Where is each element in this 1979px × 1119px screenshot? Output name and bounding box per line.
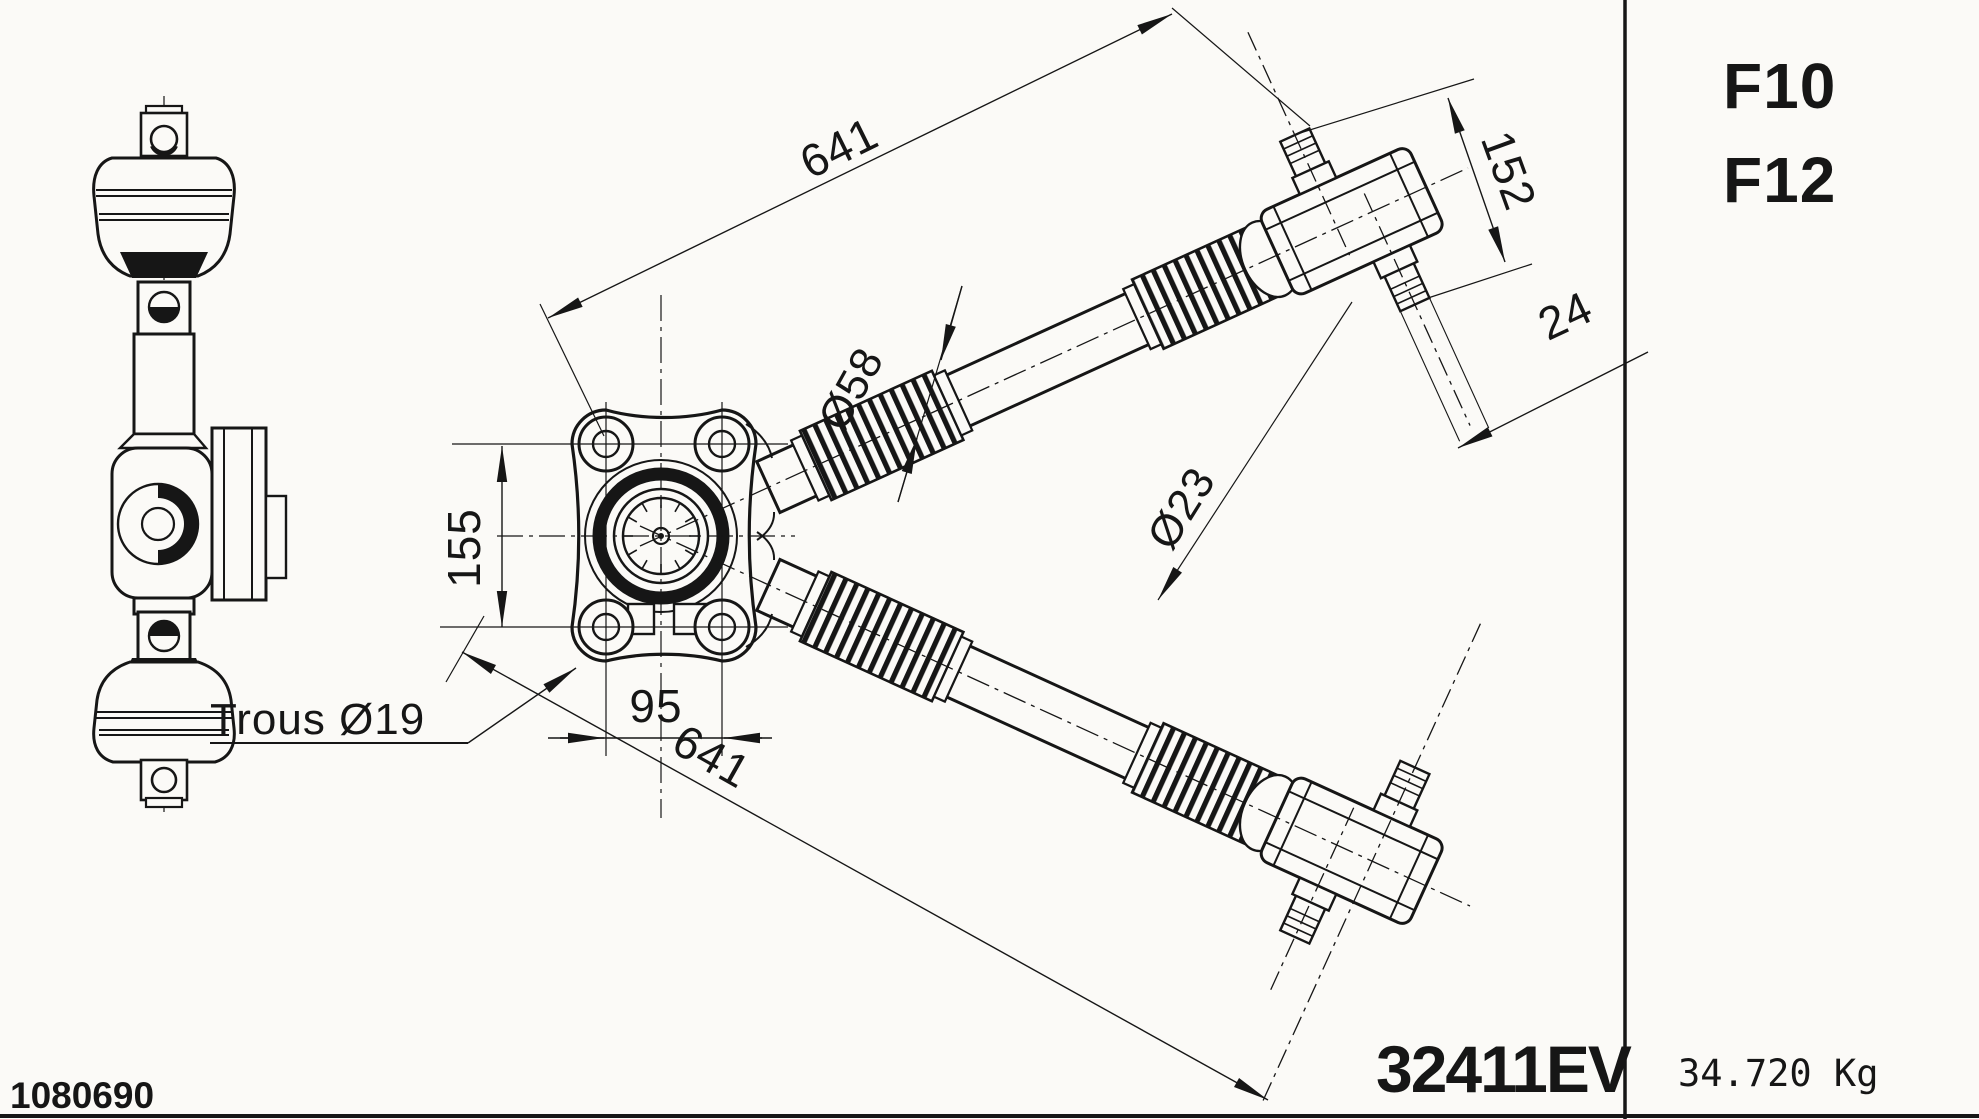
upper-arm-centerline [639, 167, 1469, 547]
centerlines [440, 167, 1471, 907]
side-top-bushing [92, 156, 236, 278]
side-upper-shaft [132, 332, 196, 436]
holes-note: Trous Ø19 [210, 667, 577, 744]
side-ball-joint [110, 426, 288, 602]
part-number: 32411EV [1376, 1032, 1632, 1106]
model-code-bottom: F12 [1723, 144, 1836, 216]
document-number: 1080690 [10, 1075, 154, 1116]
side-top-clevis [139, 104, 189, 158]
dim-flange-horizontal: 95 [548, 680, 772, 744]
side-bottom-bushing [92, 658, 236, 764]
upper-stud-axis-1 [1247, 31, 1351, 256]
lower-stud-axis-2 [1270, 807, 1355, 990]
pin-extension-line-b [1428, 297, 1490, 429]
dim-flange-vertical-label: 155 [438, 508, 490, 588]
side-shaft-taper [117, 432, 209, 450]
weight-value: 34.720 Kg [1678, 1052, 1878, 1095]
side-flange-disc [210, 426, 268, 602]
side-upper-eye [136, 280, 192, 336]
pin-extension-line-a [1399, 310, 1461, 442]
model-code-top: F10 [1723, 50, 1836, 122]
holes-note-label: Trous Ø19 [210, 695, 425, 744]
lower-stud-axis-1 [1260, 623, 1482, 1107]
dim-flange-horizontal-label: 95 [629, 680, 682, 732]
side-bottom-clevis [139, 758, 189, 809]
side-view [92, 96, 288, 816]
side-lower-eye [136, 610, 192, 662]
dim-flange-vertical: 155 [438, 446, 508, 627]
upper-stud-axis-2 [1363, 193, 1471, 426]
lower-bushing-stud-up [1371, 759, 1432, 829]
side-flange-step [264, 494, 288, 580]
